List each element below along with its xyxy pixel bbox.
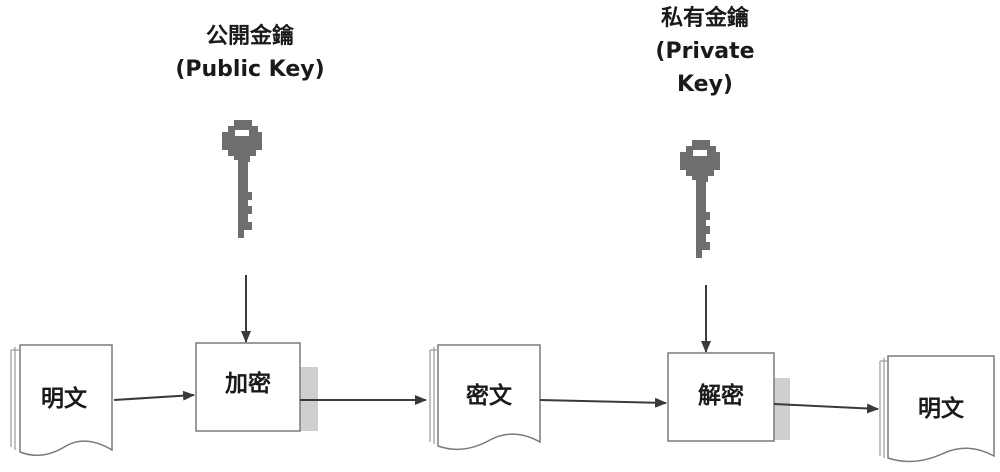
arrow-plaintext-to-encrypt	[113, 390, 195, 401]
public-key-label-en: (Public Key)	[175, 57, 325, 82]
public-key-label: 公開金鑰 (Public Key)	[170, 20, 330, 86]
private-key-label-en-1: (Private	[655, 39, 755, 64]
private-key-label-zh: 私有金鑰	[660, 6, 749, 31]
decrypt-label: 解密	[698, 382, 744, 409]
ciphertext-document: 密文	[429, 344, 541, 451]
ciphertext-label: 密文	[466, 382, 513, 409]
arrow-decrypt-to-plaintext	[773, 403, 879, 414]
private-key-icon	[680, 140, 720, 258]
public-key-icon	[222, 120, 262, 238]
plaintext-out-document: 明文	[879, 355, 995, 463]
plaintext-in-document: 明文	[10, 344, 113, 457]
public-key-label-zh: 公開金鑰	[205, 24, 294, 49]
encrypt-label: 加密	[224, 370, 271, 397]
private-key-label-en-2: Key)	[677, 72, 733, 97]
private-key-label: 私有金鑰 (Private Key)	[625, 2, 785, 101]
plaintext-out-label: 明文	[918, 395, 965, 422]
arrow-ciphertext-to-decrypt	[539, 397, 667, 408]
encrypt-process-box: 加密	[195, 342, 318, 432]
plaintext-in-label: 明文	[41, 385, 88, 412]
decrypt-process-box: 解密	[667, 352, 790, 442]
